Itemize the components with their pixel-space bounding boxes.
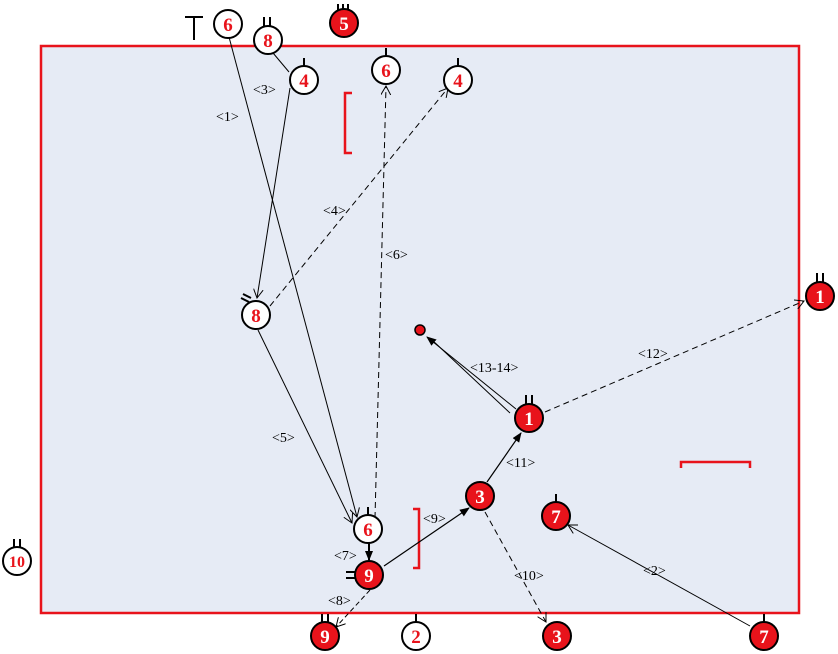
player-number: 4	[453, 71, 463, 92]
bracket-marker-bottom	[413, 507, 421, 570]
player-number: 1	[524, 409, 534, 430]
player-number: 6	[381, 61, 391, 82]
move-line-12	[544, 301, 804, 413]
move-labels: <1> <2> <3> <4> <5> <6> <7> <8> <9> <10>…	[216, 83, 668, 609]
move-label-4: <4>	[323, 204, 346, 219]
player-1-right[interactable]: 1	[805, 273, 835, 311]
player-number: 9	[320, 627, 330, 648]
move-label-6: <6>	[385, 248, 408, 263]
move-line-4	[269, 88, 448, 307]
player-number: 10	[9, 554, 25, 571]
move-label-12: <12>	[638, 347, 668, 362]
player-4-right[interactable]: 4	[443, 58, 473, 95]
move-label-9: <9>	[423, 512, 446, 527]
player-8-top[interactable]: 8	[253, 17, 283, 55]
player-8-center[interactable]: 8	[240, 293, 271, 330]
move-label-5: <5>	[272, 431, 295, 446]
player-number: 9	[364, 566, 374, 587]
move-label-13-14: <13-14>	[470, 361, 519, 376]
move-line-9	[383, 507, 470, 567]
player-1-center[interactable]: 1	[514, 395, 544, 433]
ball-marker	[414, 324, 426, 336]
move-line-2	[568, 525, 751, 627]
move-line-11	[486, 432, 522, 483]
player-3-bottom[interactable]: 3	[542, 621, 572, 651]
player-number: 7	[551, 507, 561, 528]
player-2-bottom[interactable]: 2	[401, 614, 431, 651]
move-label-11: <11>	[506, 456, 535, 471]
move-line-6	[374, 86, 386, 519]
player-number: 7	[759, 627, 769, 648]
move-label-3: <3>	[253, 83, 276, 98]
moves-layer	[228, 36, 804, 627]
move-line-5	[257, 329, 352, 523]
player-6-low[interactable]: 6	[353, 507, 383, 544]
move-label-7: <7>	[334, 549, 357, 564]
move-label-8: <8>	[328, 594, 351, 609]
move-line-8	[336, 589, 371, 627]
player-number: 8	[263, 31, 273, 52]
screen-t-icon	[185, 16, 203, 40]
player-number: 8	[251, 306, 261, 327]
bracket-marker-right	[679, 460, 752, 468]
player-10-left[interactable]: 10	[2, 539, 32, 576]
player-number: 6	[363, 520, 373, 541]
player-6-mid[interactable]: 6	[371, 48, 401, 85]
player-number: 6	[223, 15, 233, 36]
move-label-1: <1>	[216, 110, 239, 125]
player-7-bottom[interactable]: 7	[749, 614, 779, 651]
player-9-bottom[interactable]: 9	[310, 614, 340, 651]
player-5-top[interactable]: 5	[329, 4, 359, 38]
move-label-10: <10>	[514, 569, 544, 584]
player-number: 2	[411, 627, 421, 648]
player-number: 3	[552, 627, 562, 648]
move-line-1	[228, 36, 357, 517]
player-7-mid[interactable]: 7	[541, 494, 571, 531]
player-3-mid[interactable]: 3	[465, 481, 495, 511]
bracket-marker-top	[343, 91, 352, 155]
player-6-top[interactable]: 6	[213, 9, 243, 39]
move-line-10	[484, 511, 546, 622]
player-number: 4	[299, 71, 309, 92]
player-number: 5	[339, 14, 349, 35]
move-label-2: <2>	[643, 564, 666, 579]
player-9-low[interactable]: 9	[346, 560, 384, 590]
move-line-3	[257, 87, 291, 298]
player-number: 3	[475, 487, 485, 508]
player-4-left[interactable]: 4	[289, 58, 319, 95]
players-layer: 6 8 5 4 6 4	[2, 4, 835, 651]
move-line-14	[430, 338, 511, 414]
player-number: 1	[815, 287, 825, 308]
